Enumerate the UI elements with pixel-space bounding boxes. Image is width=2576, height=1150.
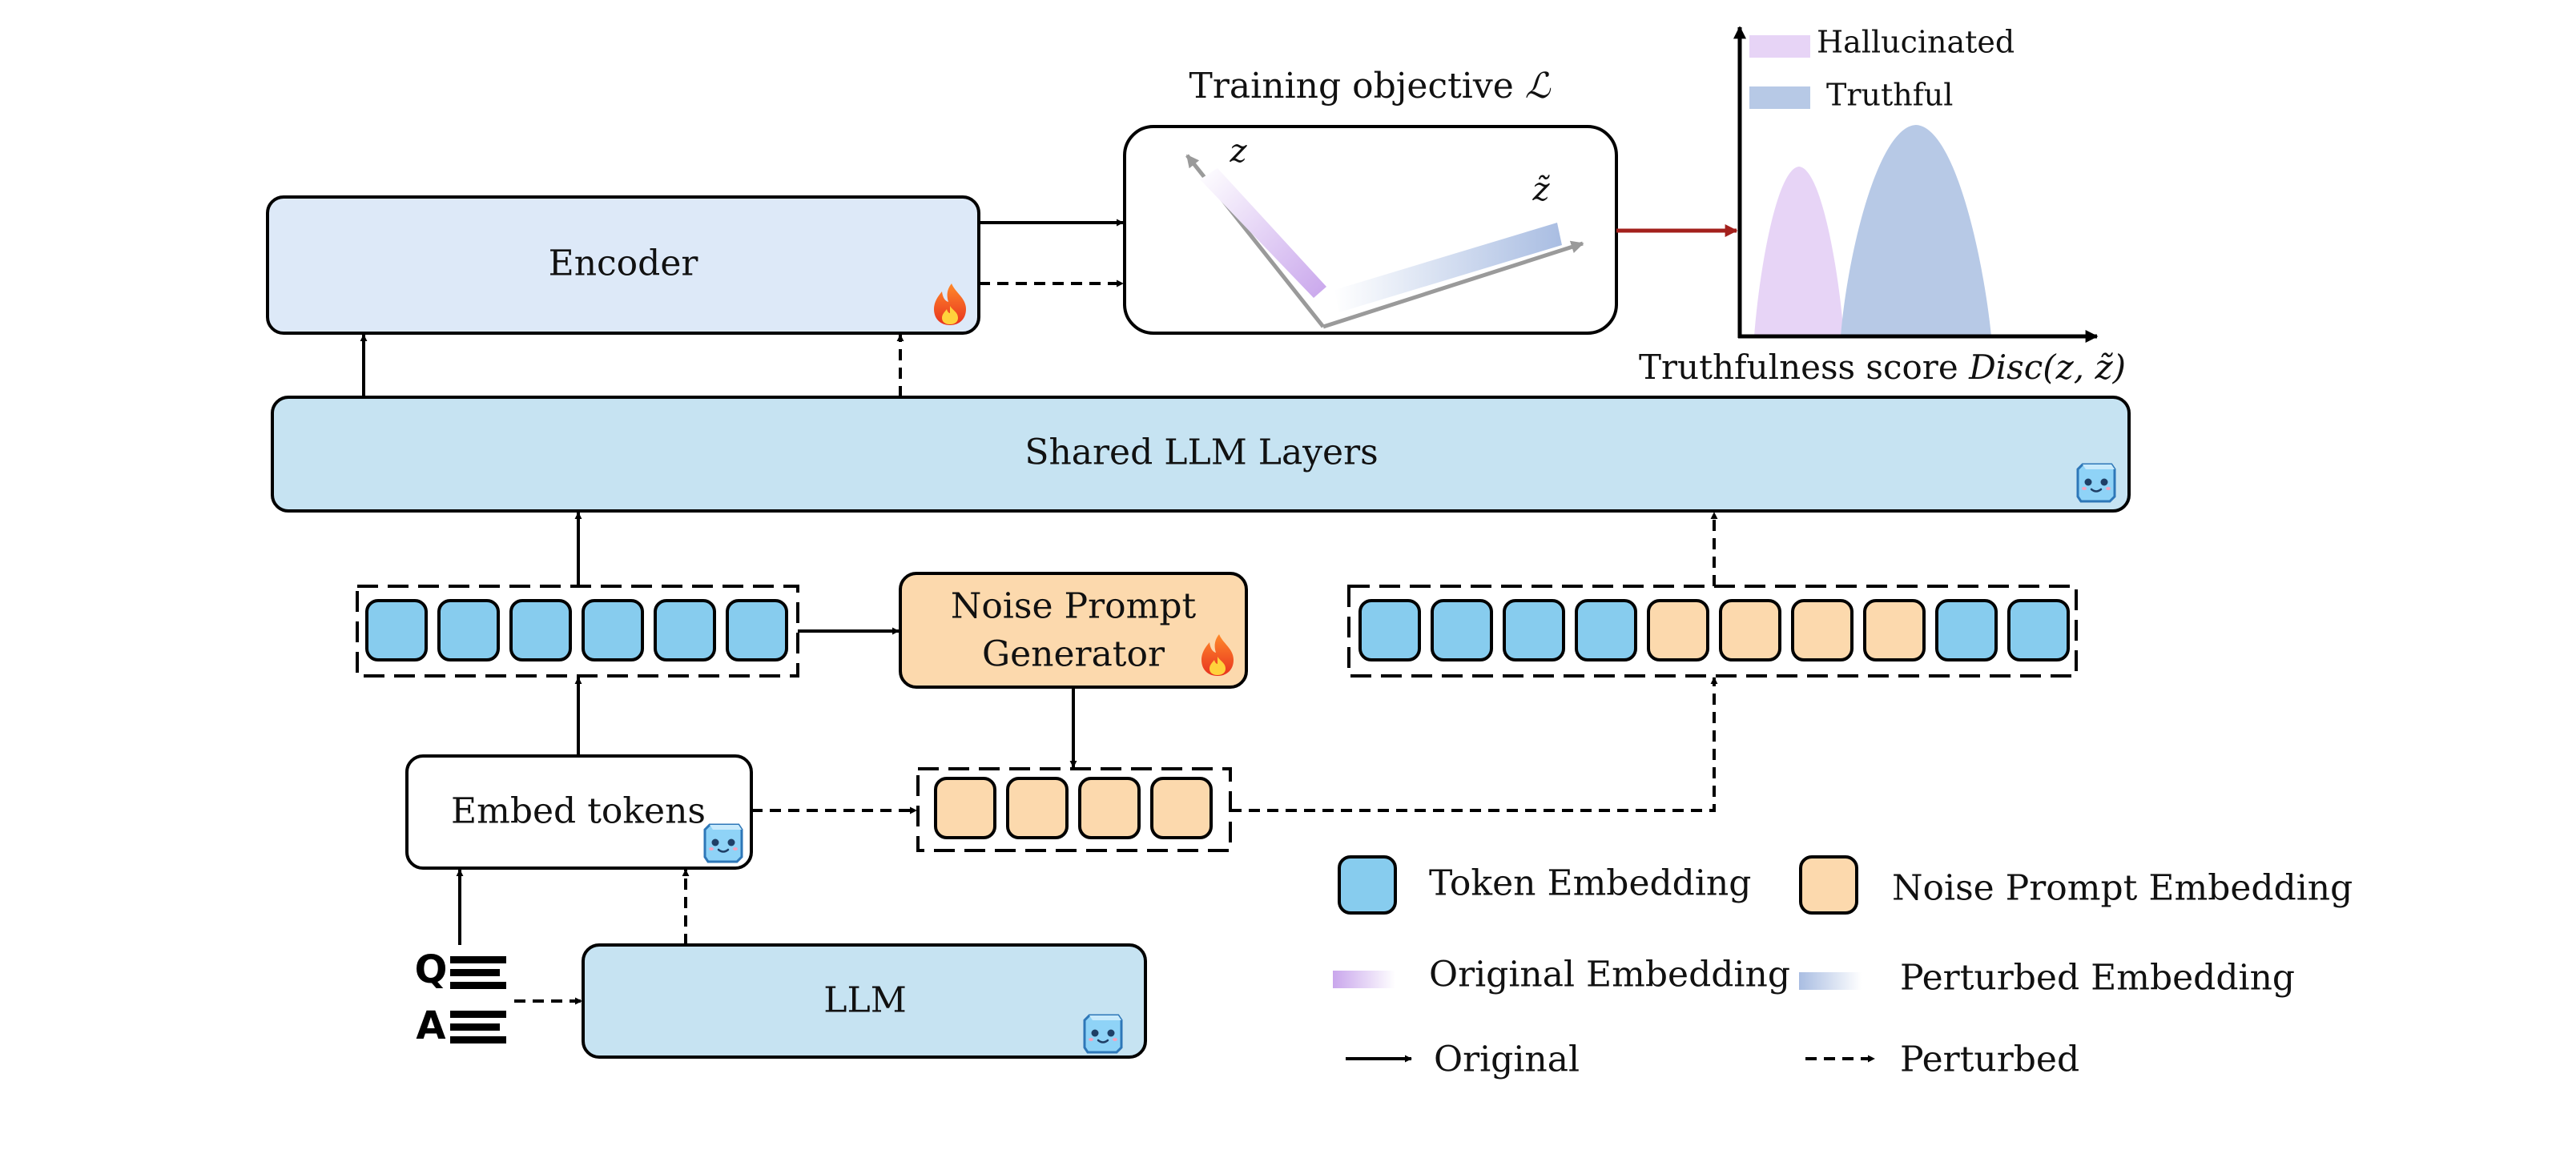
legend-perturbed-embedding-label: Perturbed Embedding <box>1900 958 2295 999</box>
noise-prompt-cell <box>1150 777 1213 839</box>
truthfulness-score-caption: Truthfulness score Disc(z, z̃) <box>1639 348 2126 387</box>
shared-llm-layers-label: Shared LLM Layers <box>1024 432 1378 473</box>
token-embedding-cell <box>1503 599 1565 661</box>
question-text-line <box>450 969 500 976</box>
legend-noise-prompt-embedding-swatch <box>1799 855 1858 915</box>
llm-label: LLM <box>823 980 907 1021</box>
original-token-sequence <box>356 585 799 678</box>
z-tilde-label: z̃ <box>1532 171 1550 208</box>
z-label: z <box>1229 133 1247 170</box>
token-embedding-cell <box>1431 599 1493 661</box>
noise-prompt-generator-block: Noise Prompt Generator <box>899 572 1248 689</box>
perturbed-token-sequence <box>1347 585 2078 678</box>
ice-cube-icon <box>703 823 743 863</box>
token-embedding-cell <box>365 599 428 661</box>
arrow-noise-prompt-to-perturbed-sequence <box>1230 677 1718 812</box>
question-text-line <box>450 982 506 989</box>
answer-label: A <box>416 1003 445 1048</box>
hallucinated-distribution <box>1754 167 1844 336</box>
training-objective-title: Training objective ℒ <box>1189 66 1552 107</box>
answer-text-line <box>450 1023 500 1031</box>
z-tilde-axis-arrow <box>1322 240 1584 329</box>
noise-prompt-cell <box>1719 599 1781 661</box>
llm-block: LLM <box>582 943 1147 1059</box>
question-text-line <box>450 956 506 963</box>
shared-llm-layers-block: Shared LLM Layers <box>271 396 2131 513</box>
token-embedding-cell <box>509 599 572 661</box>
noise-prompt-sequence <box>916 767 1232 852</box>
encoder-block: Encoder <box>266 195 980 335</box>
legend-perturbed-label: Perturbed <box>1900 1039 2079 1080</box>
legend-noise-prompt-embedding-label: Noise Prompt Embedding <box>1892 868 2353 909</box>
token-embedding-cell <box>1575 599 1637 661</box>
encoder-label: Encoder <box>549 243 699 284</box>
token-embedding-cell <box>1358 599 1421 661</box>
truthful-distribution <box>1841 125 1991 336</box>
legend-perturbed-embedding-swatch <box>1799 972 1862 990</box>
token-embedding-cell <box>726 599 788 661</box>
token-embedding-cell <box>437 599 500 661</box>
legend-hallucinated-swatch <box>1749 35 1810 58</box>
answer-text-line <box>450 1036 506 1043</box>
token-embedding-cell <box>582 599 644 661</box>
legend-truthful-label: Truthful <box>1826 78 1953 113</box>
token-embedding-cell <box>654 599 716 661</box>
noise-prompt-cell <box>1078 777 1141 839</box>
original-embedding-bar <box>1200 168 1326 298</box>
legend-token-embedding-swatch <box>1338 855 1397 915</box>
noise-prompt-generator-label-line2: Generator <box>982 634 1165 675</box>
training-objective: Training objective ℒ z z̃ <box>1123 66 1618 335</box>
question-label: Q <box>415 947 448 992</box>
noise-prompt-generator-label-line1: Noise Prompt <box>951 586 1197 627</box>
noise-prompt-cell <box>1647 599 1709 661</box>
legend-token-embedding-label: Token Embedding <box>1429 863 1751 904</box>
noise-prompt-cell <box>1006 777 1069 839</box>
embed-tokens-label: Embed tokens <box>451 791 706 832</box>
truthfulness-distribution-plot: Hallucinated Truthful Truthfulness score… <box>1639 25 2126 388</box>
legend-original-embedding-swatch <box>1333 971 1395 988</box>
perturbed-embedding-bar <box>1334 223 1562 312</box>
noise-prompt-cell <box>1791 599 1854 661</box>
connector-arrows <box>360 219 1738 1005</box>
legend: Token Embedding Noise Prompt Embedding O… <box>1333 855 2353 1080</box>
legend-hallucinated-label: Hallucinated <box>1817 25 2015 60</box>
embed-tokens-block: Embed tokens <box>405 754 753 870</box>
legend-original-embedding-label: Original Embedding <box>1429 955 1790 995</box>
ice-cube-icon <box>1083 1014 1123 1054</box>
noise-prompt-cell <box>1863 599 1926 661</box>
legend-truthful-swatch <box>1749 86 1810 109</box>
token-embedding-cell <box>1935 599 1998 661</box>
qa-input: Q A <box>415 947 506 1048</box>
ice-cube-icon <box>2076 463 2116 503</box>
answer-text-line <box>450 1011 506 1018</box>
legend-original-label: Original <box>1434 1039 1580 1080</box>
token-embedding-cell <box>2007 599 2070 661</box>
noise-prompt-cell <box>934 777 996 839</box>
